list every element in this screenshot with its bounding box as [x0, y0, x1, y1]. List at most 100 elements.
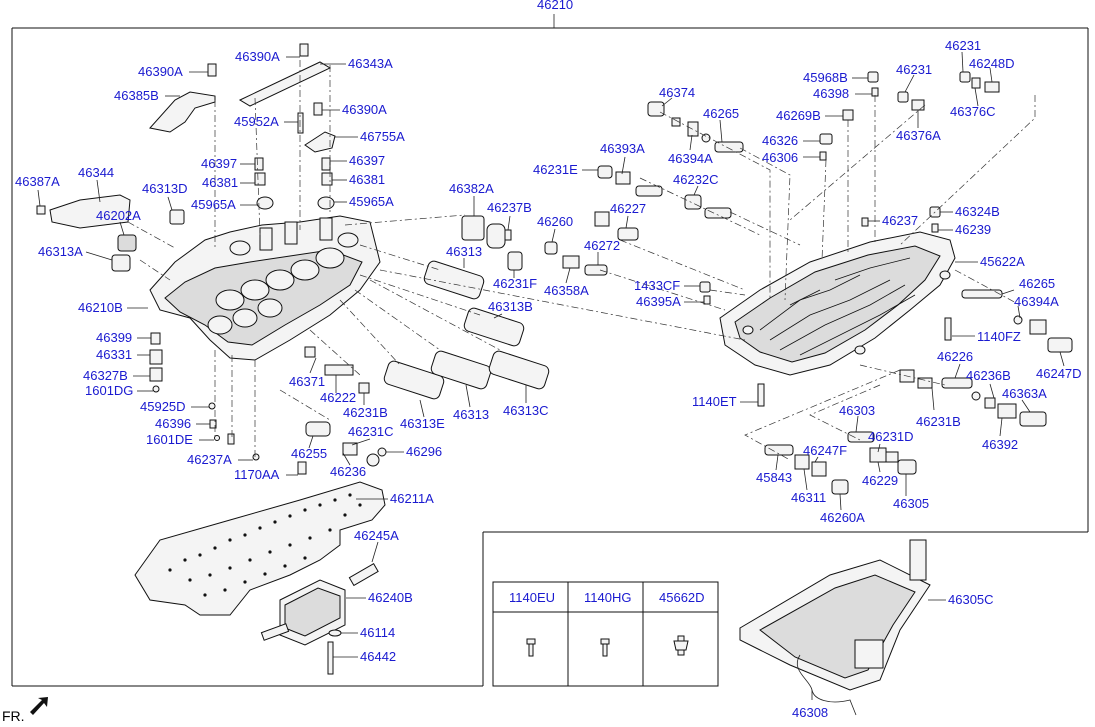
label-46232c: 46232C: [673, 172, 719, 187]
label-46390a: 46390A: [342, 102, 387, 117]
label-46231c: 46231C: [348, 424, 394, 439]
lower-valve-body-illustration: [719, 231, 956, 407]
label-46324b: 46324B: [955, 204, 1000, 219]
label-46331: 46331: [96, 347, 132, 362]
label-46255: 46255: [291, 446, 327, 461]
center-small-parts: [297, 346, 387, 475]
label-46381: 46381: [202, 175, 238, 190]
label-46231d: 46231D: [868, 429, 914, 444]
label-46398: 46398: [813, 86, 849, 101]
label-45968b: 45968B: [803, 70, 848, 85]
label-45843: 45843: [756, 470, 792, 485]
label-45622a: 45622A: [980, 254, 1025, 269]
label-46269b: 46269B: [776, 108, 821, 123]
label-46344: 46344: [78, 165, 114, 180]
label-46231: 46231: [945, 38, 981, 53]
label-45965a: 45965A: [349, 194, 394, 209]
label-46240b: 46240B: [368, 590, 413, 605]
diagram-frame: [11, 14, 1089, 687]
label-46231: 46231: [896, 62, 932, 77]
label-1601dg: 1601DG: [85, 383, 133, 398]
label-46327b: 46327B: [83, 368, 128, 383]
label-46313b: 46313B: [488, 299, 533, 314]
label-46245a: 46245A: [354, 528, 399, 543]
label-46308: 46308: [792, 705, 828, 720]
label-46381: 46381: [349, 172, 385, 187]
label-46237b: 46237B: [487, 200, 532, 215]
detent-spring-bracket-illustration: [739, 539, 931, 716]
label-46226: 46226: [937, 349, 973, 364]
label-46237: 46237: [882, 213, 918, 228]
label-46394a: 46394A: [668, 151, 713, 166]
label-46313e: 46313E: [400, 416, 445, 431]
label-46392: 46392: [982, 437, 1018, 452]
front-direction-arrow-icon: [30, 697, 48, 715]
label-46247d: 46247D: [1036, 366, 1082, 381]
label-46272: 46272: [584, 238, 620, 253]
bolt-1140eu-icon: [526, 638, 536, 657]
label-46313d: 46313D: [142, 181, 188, 196]
plug-45662d-icon: [673, 635, 689, 656]
label-46305c: 46305C: [948, 592, 994, 607]
left-top-parts: [36, 43, 336, 461]
label-46239: 46239: [955, 222, 991, 237]
label-46222: 46222: [320, 390, 356, 405]
label-46397: 46397: [349, 153, 385, 168]
label-46231f: 46231F: [493, 276, 537, 291]
label-46326: 46326: [762, 133, 798, 148]
solenoid-valves-group: [383, 215, 550, 400]
fastener-header-45662d: 45662D: [659, 590, 705, 605]
front-direction-label: FR.: [2, 708, 25, 724]
label-46229: 46229: [862, 473, 898, 488]
label-46385b: 46385B: [114, 88, 159, 103]
label-46396: 46396: [155, 416, 191, 431]
separator-plate-illustration: [134, 481, 386, 616]
label-46265: 46265: [1019, 276, 1055, 291]
label-46382a: 46382A: [449, 181, 494, 196]
callout-leaders: [37, 51, 1065, 700]
label-46313: 46313: [446, 244, 482, 259]
label-1170aa: 1170AA: [234, 467, 280, 482]
label-1140et: 1140ET: [692, 394, 737, 409]
label-46202a: 46202A: [96, 208, 141, 223]
label-46248d: 46248D: [969, 56, 1015, 71]
label-46395a: 46395A: [636, 294, 681, 309]
label-46442: 46442: [360, 649, 396, 664]
bolt-1140hg-icon: [600, 638, 610, 657]
label-46114: 46114: [360, 625, 395, 640]
label-46311: 46311: [791, 490, 826, 505]
label-46313c: 46313C: [503, 403, 549, 418]
label-46210b: 46210B: [78, 300, 123, 315]
label-45965a: 45965A: [191, 197, 236, 212]
upper-valve-body-illustration: [149, 215, 381, 361]
label-46376c: 46376C: [950, 104, 996, 119]
sensor-46245a-shape: [348, 562, 379, 587]
label-46227: 46227: [610, 201, 646, 216]
label-46296: 46296: [406, 444, 442, 459]
label-46231b: 46231B: [916, 414, 961, 429]
fastener-header-1140eu: 1140EU: [509, 590, 555, 605]
label-46399: 46399: [96, 330, 132, 345]
label-46343a: 46343A: [348, 56, 393, 71]
label-46397: 46397: [201, 156, 237, 171]
label-46390a: 46390A: [235, 49, 280, 64]
label-46371: 46371: [289, 374, 325, 389]
label-46387a: 46387A: [15, 174, 60, 189]
label-46374: 46374: [659, 85, 695, 100]
label-1601de: 1601DE: [146, 432, 193, 447]
label-46358a: 46358A: [544, 283, 589, 298]
right-small-parts: [544, 71, 1073, 495]
label-46260: 46260: [537, 214, 573, 229]
label-46376a: 46376A: [896, 128, 941, 143]
label-46236b: 46236B: [966, 368, 1011, 383]
fastener-header-1140hg: 1140HG: [584, 590, 631, 605]
label-46303: 46303: [839, 403, 875, 418]
label-46211a: 46211A: [390, 491, 434, 506]
callout-labels: 46390A 46343A 46390A 46385B 46390A 45952…: [15, 38, 1082, 720]
label-46236: 46236: [330, 464, 366, 479]
label-46265: 46265: [703, 106, 739, 121]
label-46394a: 46394A: [1014, 294, 1059, 309]
label-46390a: 46390A: [138, 64, 183, 79]
label-46231b: 46231B: [343, 405, 388, 420]
